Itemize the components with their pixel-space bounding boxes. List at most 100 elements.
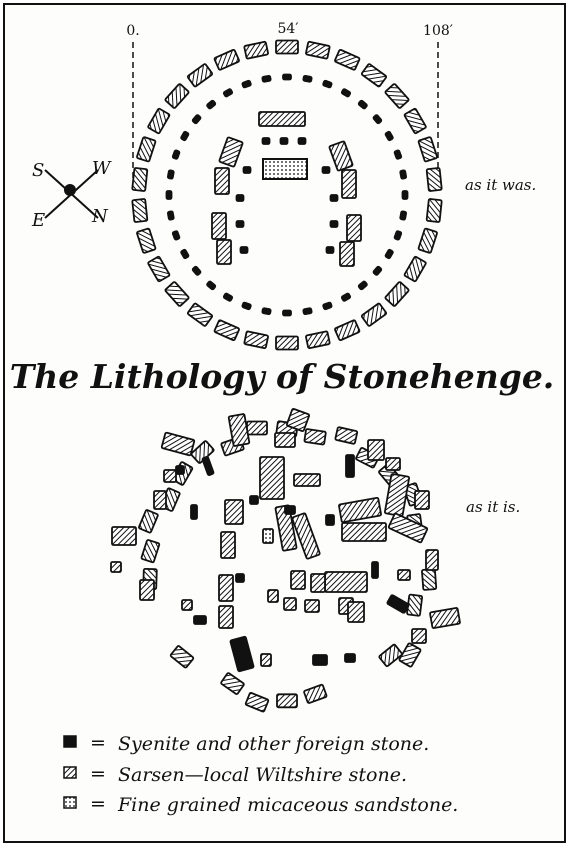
sarsen-stone (285, 407, 311, 433)
sarsen-stone (347, 601, 365, 623)
sarsen-stone (367, 439, 385, 461)
sarsen-stone (338, 497, 382, 523)
legend-item-syenite: = Syenite and other foreign stone. (63, 732, 429, 755)
bluestone (191, 114, 202, 125)
sarsen-stone (140, 539, 161, 564)
sarsen-stone (164, 83, 190, 109)
sarsen-stone (397, 569, 411, 581)
syenite-stone (386, 594, 410, 614)
sarsen-stone (360, 302, 388, 327)
sarsen-stone (139, 579, 155, 601)
sarsen-stone (324, 571, 368, 593)
sarsen-stone (283, 597, 297, 611)
sarsen-stone (136, 227, 157, 254)
sarsen-stone (169, 645, 195, 669)
syenite-stone (229, 635, 255, 673)
compass-w: W (92, 158, 112, 179)
trilithon-stone (258, 111, 306, 127)
trilithon-stone (211, 212, 227, 240)
trilithon-stone (214, 167, 230, 195)
sarsen-stone (384, 83, 410, 109)
bluestone (322, 79, 333, 89)
bluestone (206, 280, 217, 291)
trilithon-stone (216, 239, 232, 265)
syenite-stone (344, 653, 356, 663)
bluestone (302, 74, 313, 83)
trilithon-stone (341, 169, 357, 199)
bluestone (384, 130, 394, 142)
sarsen-stone (218, 605, 234, 629)
bluestone (180, 248, 190, 260)
bluestone (235, 194, 245, 202)
bluestone (401, 190, 409, 200)
sarsen-stone (403, 255, 427, 283)
sarsen-stone (425, 198, 443, 223)
bluestone (393, 230, 403, 241)
legend-text-syenite: Syenite and other foreign stone. (118, 733, 429, 755)
sarsen-stone (246, 420, 268, 436)
scattered-stones (110, 407, 461, 673)
sarsen-stone (385, 457, 401, 471)
syenite-stone (249, 495, 259, 505)
compass-e: E (31, 210, 45, 231)
bluestone (321, 166, 331, 174)
sarsen-stone (304, 599, 320, 613)
bluestone (340, 88, 352, 98)
sarsen-stone (360, 63, 388, 88)
sarsen-stone (334, 426, 359, 445)
sarsen-stone (186, 63, 214, 88)
sarsen-stone (275, 39, 299, 55)
legend-equals-1: = (90, 732, 106, 754)
sarsen-stone (220, 672, 245, 695)
syenite-stone (284, 505, 296, 515)
bluestone (357, 99, 368, 110)
plan-as-it-was (131, 39, 443, 351)
legend-text-sandstone: Fine grained micaceous sandstone. (117, 794, 458, 816)
bluestone (329, 194, 339, 202)
sarsen-stone (218, 574, 234, 602)
sarsen-stone (259, 456, 285, 500)
sarsen-stone (341, 522, 387, 542)
legend: = Syenite and other foreign stone. = Sar… (63, 732, 458, 816)
bluestone (282, 73, 292, 81)
syenite-stone (175, 465, 185, 475)
sarsen-stone (147, 255, 171, 283)
sarsen-stone (260, 653, 272, 667)
compass: S W E N (31, 158, 112, 231)
sarsen-stone (131, 167, 149, 192)
sarsen-stone (425, 167, 443, 192)
sarsen-stone (224, 499, 244, 525)
bluestone (242, 166, 252, 174)
sarsen-stone (220, 531, 236, 559)
sarsen-stone (181, 599, 193, 611)
sarsen-stone (293, 473, 321, 487)
bluestone (241, 301, 252, 311)
sarsen-stone (186, 302, 214, 327)
legend-swatch-syenite (63, 735, 77, 748)
trilithon-stone (339, 241, 355, 267)
legend-equals-3: = (90, 793, 106, 815)
sarsen-stone (398, 642, 422, 668)
sarsen-stone (411, 628, 427, 644)
sarsen-stone (160, 431, 196, 457)
sarsen-stone (403, 107, 427, 135)
sarsen-stone (213, 319, 240, 342)
bluestone (322, 301, 333, 311)
sarsen-stone (387, 512, 429, 544)
legend-item-sarsen: = Sarsen—local Wiltshire stone. (63, 763, 407, 786)
sarsen-stone (421, 568, 438, 591)
sarsen-stone (275, 335, 299, 351)
bluestone (357, 280, 368, 291)
sarsen-stone (305, 40, 331, 60)
bluestone (191, 265, 202, 276)
sarsen-circle (131, 39, 443, 351)
bluestone (329, 220, 339, 228)
bluestone (171, 230, 181, 241)
syenite-stone (201, 456, 215, 476)
bluestone (261, 307, 272, 316)
bluestone (372, 265, 383, 276)
compass-s: S (32, 160, 44, 181)
sarsen-stone (227, 413, 251, 447)
bluestone (165, 190, 173, 200)
